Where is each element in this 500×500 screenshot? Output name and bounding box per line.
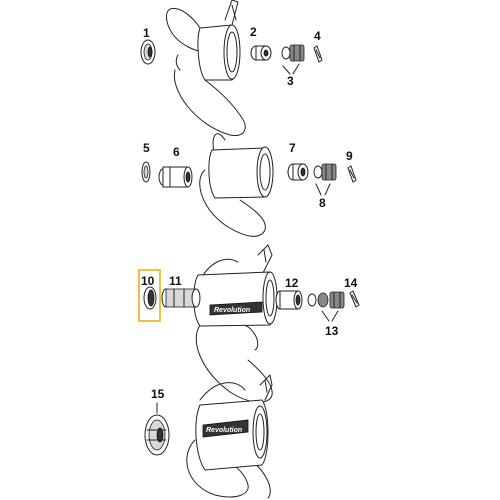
- callout-12: 12: [285, 276, 299, 290]
- part-15-hub-kit: [144, 414, 170, 456]
- callout-2: 2: [250, 25, 257, 39]
- part-7-spacer: [287, 163, 309, 181]
- part-3-washer-nut: [281, 44, 305, 75]
- hub-brand-label: Revolution: [214, 307, 250, 314]
- part-14-cotter-pin: [349, 290, 360, 308]
- part-8-washer-nut: [313, 163, 337, 196]
- part-10-highlight-box: [138, 269, 161, 322]
- part-11-sleeve: [161, 288, 201, 308]
- callout-4: 4: [314, 29, 321, 43]
- callout-1: 1: [143, 26, 150, 40]
- callout-6: 6: [173, 145, 180, 159]
- callout-5: 5: [143, 141, 150, 155]
- callout-9: 9: [346, 149, 353, 163]
- callout-8: 8: [319, 196, 326, 210]
- part-2-spacer: [250, 45, 272, 61]
- callout-11: 11: [169, 274, 182, 288]
- callout-15: 15: [151, 387, 165, 401]
- callout-7: 7: [289, 141, 296, 155]
- hub-brand-label-2: Revolution: [206, 427, 242, 434]
- propeller-assembly-3: Revolution: [138, 244, 360, 403]
- part-13-washer-nut: [307, 291, 345, 322]
- part-1-thrust-washer: [140, 39, 156, 65]
- part-12-spacer: [275, 290, 303, 310]
- part-5-washer: [141, 161, 151, 183]
- callout-10: 10: [141, 274, 155, 288]
- callout-14: 14: [344, 276, 358, 290]
- propeller-assembly-4: Revolution 15: [144, 374, 273, 499]
- callout-13: 13: [325, 324, 339, 338]
- callout-3: 3: [287, 74, 294, 88]
- part-9-cotter-pin: [347, 165, 357, 183]
- propeller-assembly-2: 5 6 7 8 9: [141, 133, 357, 237]
- part-6-sleeve: [158, 166, 193, 188]
- propeller-assembly-1: 1 2 3 4: [140, 0, 323, 137]
- part-10-thrust-washer: [143, 286, 157, 310]
- part-4-cotter-pin: [313, 45, 323, 63]
